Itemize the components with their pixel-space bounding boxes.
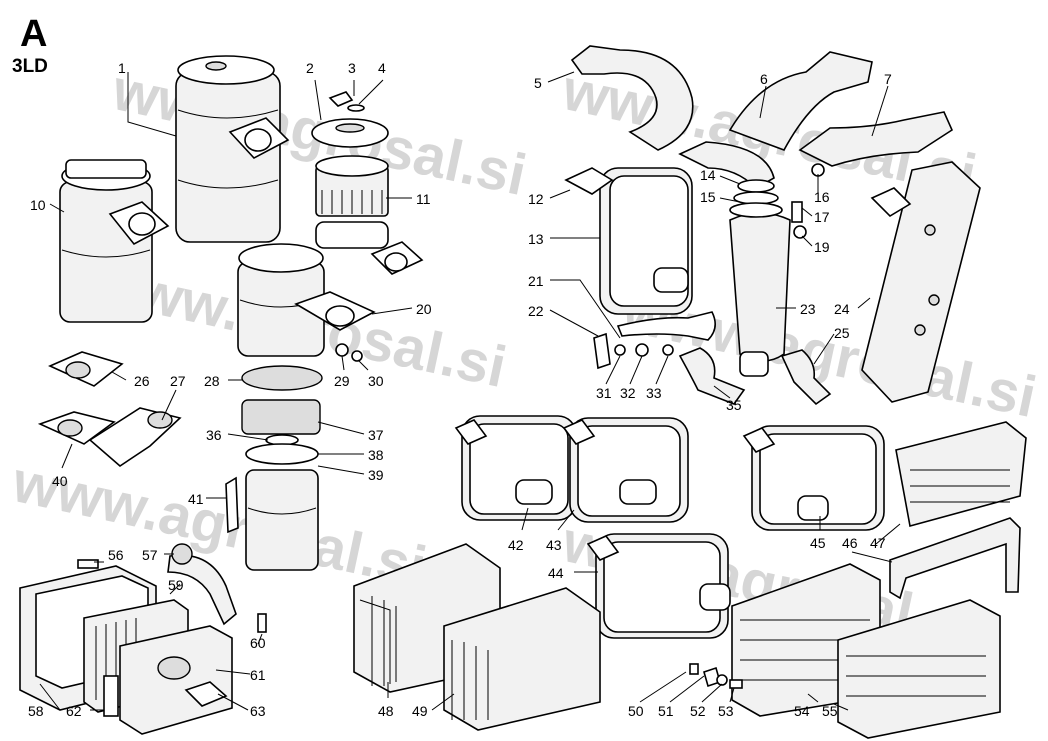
callout-39: 39	[368, 467, 384, 483]
air-filter-11-assembly	[311, 91, 424, 275]
callout-29: 29	[334, 373, 350, 389]
callout-17: 17	[814, 209, 830, 225]
callout-47: 47	[870, 535, 886, 551]
guards-48-49	[353, 543, 601, 731]
callout-53: 53	[718, 703, 734, 719]
muffler-42	[454, 415, 577, 521]
callout-49: 49	[412, 703, 428, 719]
callout-37: 37	[368, 427, 384, 443]
callout-6: 6	[760, 71, 768, 87]
callout-56: 56	[108, 547, 124, 563]
callout-2: 2	[306, 60, 314, 76]
callout-63: 63	[250, 703, 266, 719]
leader-lines	[39, 71, 901, 711]
callout-20: 20	[416, 301, 432, 317]
silencer-23	[729, 179, 791, 377]
callout-labels: 1 2 3 4 5 6 7 10 11 12 13 14 15 16 17 19…	[28, 60, 892, 719]
hardware-50-53	[689, 663, 743, 689]
flanges-26-40	[37, 351, 182, 468]
muffler-44	[586, 533, 731, 639]
callout-44: 44	[548, 565, 564, 581]
hardware-16-19	[791, 163, 825, 239]
brackets-21-35	[593, 311, 832, 406]
callout-22: 22	[528, 303, 544, 319]
filter-elements-28-39	[225, 365, 323, 571]
section-letter: A	[20, 13, 47, 55]
callout-25: 25	[834, 325, 850, 341]
callout-11: 11	[416, 191, 431, 207]
callout-43: 43	[546, 537, 562, 553]
guards-54-55	[731, 563, 1001, 739]
callout-19: 19	[814, 239, 830, 255]
callout-45: 45	[810, 535, 826, 551]
callout-30: 30	[368, 373, 384, 389]
callout-48: 48	[378, 703, 394, 719]
muffler-45	[742, 425, 885, 531]
callout-60: 60	[250, 635, 266, 651]
callout-33: 33	[646, 385, 662, 401]
callout-54: 54	[794, 703, 810, 719]
muffler-43	[562, 417, 689, 523]
air-filter-10	[59, 159, 170, 323]
callout-13: 13	[528, 231, 544, 247]
air-filter-20-assembly	[237, 243, 376, 362]
callout-15: 15	[700, 189, 716, 205]
callout-35: 35	[726, 397, 742, 413]
air-filter-1	[175, 55, 290, 243]
exhaust-pipes	[570, 45, 954, 189]
callout-12: 12	[528, 191, 544, 207]
callout-55: 55	[822, 703, 838, 719]
precleaner-58-63	[19, 543, 267, 735]
callout-51: 51	[658, 703, 674, 719]
callout-24: 24	[834, 301, 850, 317]
callout-26: 26	[134, 373, 150, 389]
callout-36: 36	[206, 427, 222, 443]
engine-model: 3LD	[12, 56, 48, 77]
callout-58: 58	[28, 703, 44, 719]
callout-28: 28	[204, 373, 220, 389]
callout-16: 16	[814, 189, 830, 205]
callout-57: 57	[142, 547, 158, 563]
callout-7: 7	[884, 71, 892, 87]
heat-shield-47	[889, 421, 1027, 600]
callout-62: 62	[66, 703, 82, 719]
callout-46: 46	[842, 535, 858, 551]
callout-5: 5	[534, 75, 542, 91]
callout-40: 40	[52, 473, 68, 489]
muffler-24	[861, 161, 981, 403]
callout-4: 4	[378, 60, 386, 76]
callout-1: 1	[118, 60, 126, 76]
callout-10: 10	[30, 197, 46, 213]
callout-14: 14	[700, 167, 716, 183]
callout-42: 42	[508, 537, 524, 553]
callout-41: 41	[188, 491, 204, 507]
callout-23: 23	[800, 301, 816, 317]
callout-50: 50	[628, 703, 644, 719]
callout-27: 27	[170, 373, 186, 389]
callout-38: 38	[368, 447, 384, 463]
muffler-13	[564, 167, 693, 315]
callout-52: 52	[690, 703, 706, 719]
callout-21: 21	[528, 273, 544, 289]
callout-31: 31	[596, 385, 612, 401]
callout-59: 59	[168, 577, 184, 593]
callout-61: 61	[250, 667, 266, 683]
callout-32: 32	[620, 385, 636, 401]
callout-3: 3	[348, 60, 356, 76]
